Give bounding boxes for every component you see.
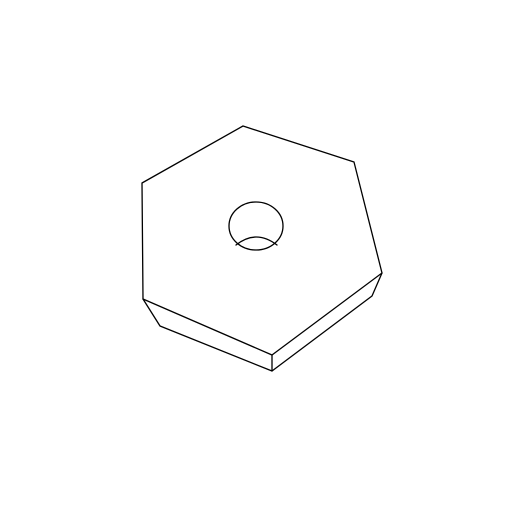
nut-bore-hole [228, 201, 284, 251]
hex-nut [141, 125, 383, 372]
nut-top-face [142, 126, 382, 355]
nut-side-face-left [143, 299, 272, 371]
nut-side-face-right [272, 273, 382, 371]
nut-bore-inner-edge [235, 236, 278, 246]
